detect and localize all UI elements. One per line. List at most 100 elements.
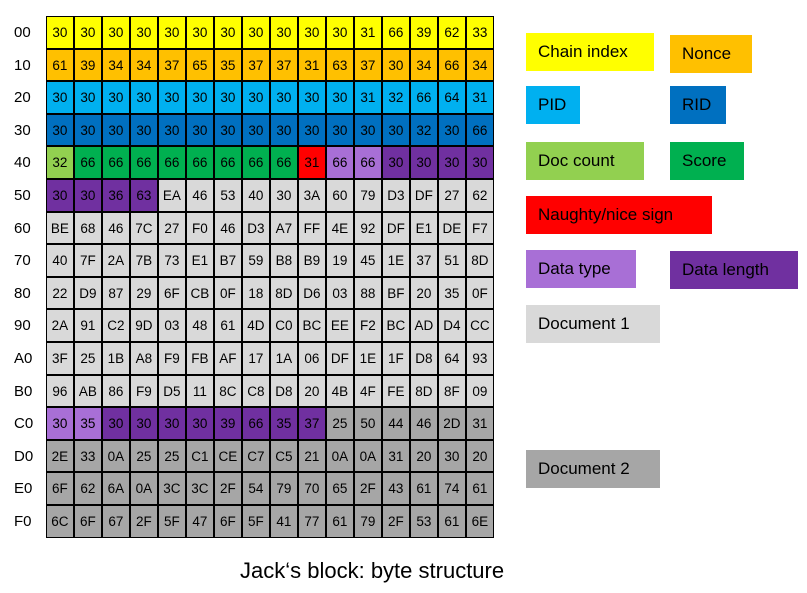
byte-cell: 30	[102, 407, 130, 440]
byte-cell: AF	[214, 342, 242, 375]
byte-cell: 30	[298, 16, 326, 49]
byte-cell: 2F	[354, 472, 382, 505]
byte-cell: 30	[270, 113, 298, 147]
byte-cell: 03	[326, 276, 354, 310]
byte-cell: 66	[130, 146, 158, 179]
byte-cell: 31	[466, 81, 494, 114]
byte-cell: 37	[410, 244, 438, 277]
byte-cell: 65	[326, 472, 354, 505]
byte-cell: 31	[466, 407, 494, 440]
row-label: 30	[14, 121, 31, 139]
byte-cell: 25	[158, 439, 186, 473]
byte-cell: 37	[270, 48, 298, 82]
byte-cell: 66	[74, 146, 102, 179]
legend-item-rid: RID	[670, 86, 726, 124]
byte-cell: D5	[158, 374, 186, 408]
byte-cell: 34	[410, 48, 438, 82]
legend-item-data-type: Data type	[526, 250, 636, 288]
byte-cell: B9	[298, 244, 326, 277]
byte-cell: 79	[354, 505, 382, 538]
byte-cell: 2A	[46, 309, 74, 342]
byte-cell: 30	[130, 81, 158, 114]
row-label: 40	[14, 154, 31, 172]
byte-cell: C5	[270, 439, 298, 473]
byte-cell: 1E	[382, 244, 410, 277]
byte-cell: 7F	[74, 244, 102, 277]
byte-cell: 6F	[158, 276, 186, 310]
byte-cell: 35	[270, 407, 298, 440]
byte-cell: 4F	[354, 374, 382, 408]
byte-cell: 30	[186, 81, 214, 114]
byte-cell: 61	[438, 505, 466, 538]
byte-cell: 7B	[130, 244, 158, 277]
byte-cell: AB	[74, 374, 102, 408]
byte-cell: FF	[298, 211, 326, 245]
byte-cell: 27	[158, 211, 186, 245]
byte-cell: 30	[46, 113, 74, 147]
byte-cell: 30	[242, 113, 270, 147]
byte-cell: CC	[466, 309, 494, 342]
byte-cell: 8D	[466, 244, 494, 277]
legend-item-score: Score	[670, 142, 744, 180]
byte-cell: 40	[46, 244, 74, 277]
byte-cell: 33	[466, 16, 494, 49]
byte-cell: 27	[438, 179, 466, 212]
byte-cell: 30	[326, 81, 354, 114]
byte-cell: 46	[186, 179, 214, 212]
byte-cell: 96	[46, 374, 74, 408]
byte-cell: 25	[130, 439, 158, 473]
byte-cell: 30	[438, 439, 466, 473]
byte-cell: DF	[382, 211, 410, 245]
byte-cell: 0A	[354, 439, 382, 473]
byte-cell: 30	[46, 16, 74, 49]
byte-cell: 30	[130, 16, 158, 49]
byte-cell: DF	[326, 342, 354, 375]
byte-cell: 30	[186, 407, 214, 440]
byte-cell: 66	[410, 81, 438, 114]
byte-cell: 30	[326, 16, 354, 49]
byte-cell: 60	[326, 179, 354, 212]
byte-cell: 74	[438, 472, 466, 505]
byte-cell: 06	[298, 342, 326, 375]
byte-cell: A8	[130, 342, 158, 375]
byte-cell: 0A	[130, 472, 158, 505]
byte-cell: 8F	[438, 374, 466, 408]
byte-cell: 30	[438, 146, 466, 179]
byte-cell: 36	[102, 179, 130, 212]
byte-cell: 66	[382, 16, 410, 49]
byte-cell: 59	[242, 244, 270, 277]
byte-cell: CE	[214, 439, 242, 473]
byte-cell: 6F	[46, 472, 74, 505]
caption: Jack‘s block: byte structure	[240, 558, 505, 583]
byte-cell: 66	[438, 48, 466, 82]
byte-cell: 09	[466, 374, 494, 408]
legend-item-sign: Naughty/nice sign	[526, 196, 712, 234]
byte-cell: 86	[102, 374, 130, 408]
byte-cell: 47	[186, 505, 214, 538]
byte-cell: 30	[74, 16, 102, 49]
byte-cell: 30	[102, 81, 130, 114]
byte-cell: 30	[158, 81, 186, 114]
byte-cell: 34	[466, 48, 494, 82]
legend-item-data-length: Data length	[670, 251, 798, 289]
byte-cell: 30	[298, 113, 326, 147]
byte-cell: 37	[298, 407, 326, 440]
byte-cell: 61	[326, 505, 354, 538]
byte-cell: D3	[382, 179, 410, 212]
byte-cell: 8C	[214, 374, 242, 408]
byte-cell: 31	[298, 146, 326, 179]
byte-cell: 30	[102, 113, 130, 147]
byte-cell: 32	[46, 146, 74, 179]
byte-cell: 46	[214, 211, 242, 245]
byte-cell: D6	[298, 276, 326, 310]
byte-cell: BE	[46, 211, 74, 245]
byte-cell: 3C	[186, 472, 214, 505]
byte-cell: 30	[298, 81, 326, 114]
legend-item-chain-index: Chain index	[526, 33, 654, 71]
byte-cell: 66	[326, 146, 354, 179]
byte-cell: F7	[466, 211, 494, 245]
byte-cell: 20	[298, 374, 326, 408]
byte-cell: 30	[74, 81, 102, 114]
row-label: E0	[14, 480, 33, 498]
